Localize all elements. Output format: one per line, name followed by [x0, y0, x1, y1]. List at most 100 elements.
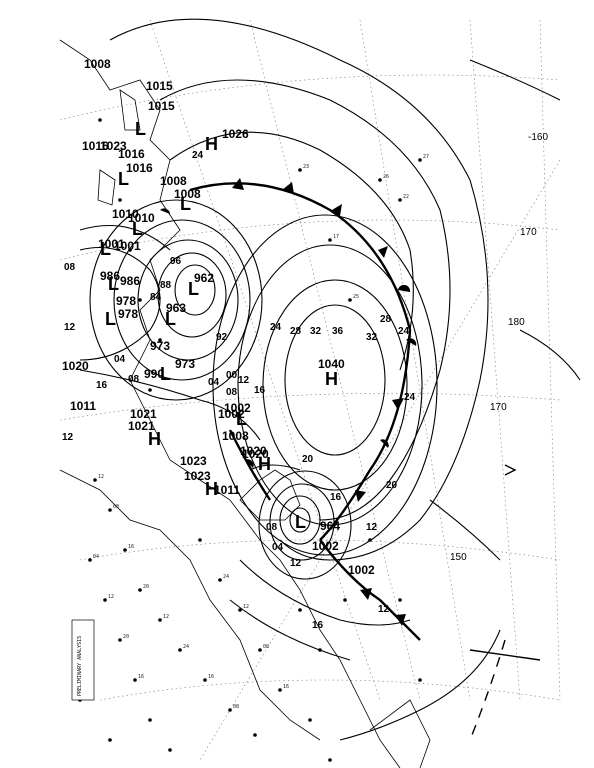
- svg-text:22: 22: [403, 194, 409, 200]
- fronts: [189, 182, 421, 641]
- low-center-l986: L 986: [108, 274, 140, 294]
- svg-text:170: 170: [520, 227, 537, 238]
- svg-text:08: 08: [226, 387, 238, 398]
- low-value: 1002: [224, 401, 251, 415]
- svg-text:12: 12: [243, 604, 249, 610]
- svg-text:36: 36: [332, 326, 344, 337]
- low-center-l1008: L 1008: [174, 187, 201, 214]
- svg-text:20: 20: [302, 454, 314, 465]
- high-value: 1023: [184, 469, 211, 483]
- svg-text:16: 16: [283, 684, 289, 690]
- svg-text:16: 16: [96, 380, 108, 391]
- svg-text:20: 20: [143, 584, 149, 590]
- low-symbol: L: [188, 279, 199, 299]
- coastlines: [59, 39, 431, 768]
- svg-text:04: 04: [114, 354, 126, 365]
- svg-text:1011: 1011: [214, 483, 240, 497]
- low-value: 1001: [114, 239, 141, 253]
- svg-text:1020: 1020: [62, 359, 89, 373]
- svg-text:1016: 1016: [118, 147, 145, 161]
- low-value: 1010: [128, 211, 155, 225]
- svg-text:1002: 1002: [312, 539, 339, 553]
- svg-text:1016: 1016: [82, 139, 109, 153]
- isobars: [79, 18, 581, 741]
- svg-text:1015: 1015: [146, 79, 173, 93]
- low-symbol: L: [118, 169, 129, 189]
- low-center-l1015: L 1015: [135, 99, 175, 139]
- low-center-l1002: L 1002: [224, 401, 251, 429]
- low-symbol: L: [236, 409, 247, 429]
- high-center-h1026: H 1026: [205, 127, 249, 154]
- svg-text:16: 16: [138, 674, 144, 680]
- svg-text:32: 32: [310, 326, 322, 337]
- low-center-l1001: L 1001: [100, 239, 141, 259]
- high-value: 1026: [222, 127, 249, 141]
- svg-text:84: 84: [150, 292, 162, 303]
- longitude-labels: -160 170 180 170 150: [450, 132, 548, 563]
- svg-text:170: 170: [490, 402, 507, 413]
- low-value: 1015: [148, 99, 175, 113]
- low-symbol: L: [100, 239, 111, 259]
- high-center-h1021: H 1021: [128, 419, 161, 449]
- svg-text:00: 00: [226, 370, 238, 381]
- high-symbol: H: [258, 454, 271, 474]
- svg-text:96: 96: [170, 256, 182, 267]
- svg-text:1021: 1021: [130, 407, 157, 421]
- svg-text:PRELIMINARY ANALYSIS: PRELIMINARY ANALYSIS: [77, 636, 83, 696]
- low-symbol: L: [132, 219, 143, 239]
- svg-text:24: 24: [223, 574, 229, 580]
- high-value: 1020: [240, 444, 267, 458]
- svg-text:08: 08: [113, 504, 119, 510]
- high-symbol: H: [205, 134, 218, 154]
- svg-text:04: 04: [93, 554, 99, 560]
- high-value: 1040: [318, 357, 345, 371]
- low-center-l1010: L 1010: [128, 211, 155, 239]
- low-value: 1008: [174, 187, 201, 201]
- svg-text:1020: 1020: [242, 447, 269, 461]
- front-symbols: [160, 178, 417, 626]
- svg-text:17: 17: [333, 234, 339, 240]
- svg-text:978: 978: [116, 294, 136, 308]
- svg-text:180: 180: [508, 317, 525, 328]
- high-symbol: H: [148, 429, 161, 449]
- low-value: 973: [175, 357, 195, 371]
- graticule: [59, 19, 561, 761]
- high-value: 1021: [128, 419, 155, 433]
- low-center-l964: L 964: [295, 512, 340, 533]
- low-symbol: L: [108, 274, 119, 294]
- svg-text:1023: 1023: [180, 454, 207, 468]
- low-center-l973: L 973: [160, 357, 195, 384]
- low-symbol: L: [160, 364, 171, 384]
- low-symbol: L: [295, 512, 306, 532]
- svg-text:990: 990: [144, 367, 164, 381]
- svg-text:92: 92: [216, 332, 228, 343]
- svg-text:1008: 1008: [84, 57, 111, 71]
- svg-text:1002: 1002: [348, 563, 375, 577]
- low-value: 964: [320, 519, 340, 533]
- svg-text:08: 08: [64, 262, 76, 273]
- low-symbol: L: [135, 119, 146, 139]
- low-symbol: L: [105, 309, 116, 329]
- svg-text:08: 08: [263, 644, 269, 650]
- svg-text:12: 12: [290, 558, 302, 569]
- svg-text:1002: 1002: [218, 407, 245, 421]
- svg-text:12: 12: [64, 322, 76, 333]
- svg-text:04: 04: [208, 377, 220, 388]
- svg-text:1011: 1011: [70, 399, 96, 413]
- low-center-l962: L 962: [188, 271, 214, 299]
- svg-text:986: 986: [100, 269, 120, 283]
- lower-right-system: [469, 464, 541, 741]
- low-symbol: L: [165, 309, 176, 329]
- svg-text:12: 12: [98, 474, 104, 480]
- svg-text:12: 12: [163, 614, 169, 620]
- low-center-l978: L 978: [105, 307, 138, 329]
- svg-text:16: 16: [128, 544, 134, 550]
- svg-text:16: 16: [208, 674, 214, 680]
- svg-text:24: 24: [398, 326, 410, 337]
- high-center-h1040: H 1040: [318, 357, 345, 389]
- svg-text:04: 04: [272, 542, 284, 553]
- svg-text:24: 24: [404, 392, 416, 403]
